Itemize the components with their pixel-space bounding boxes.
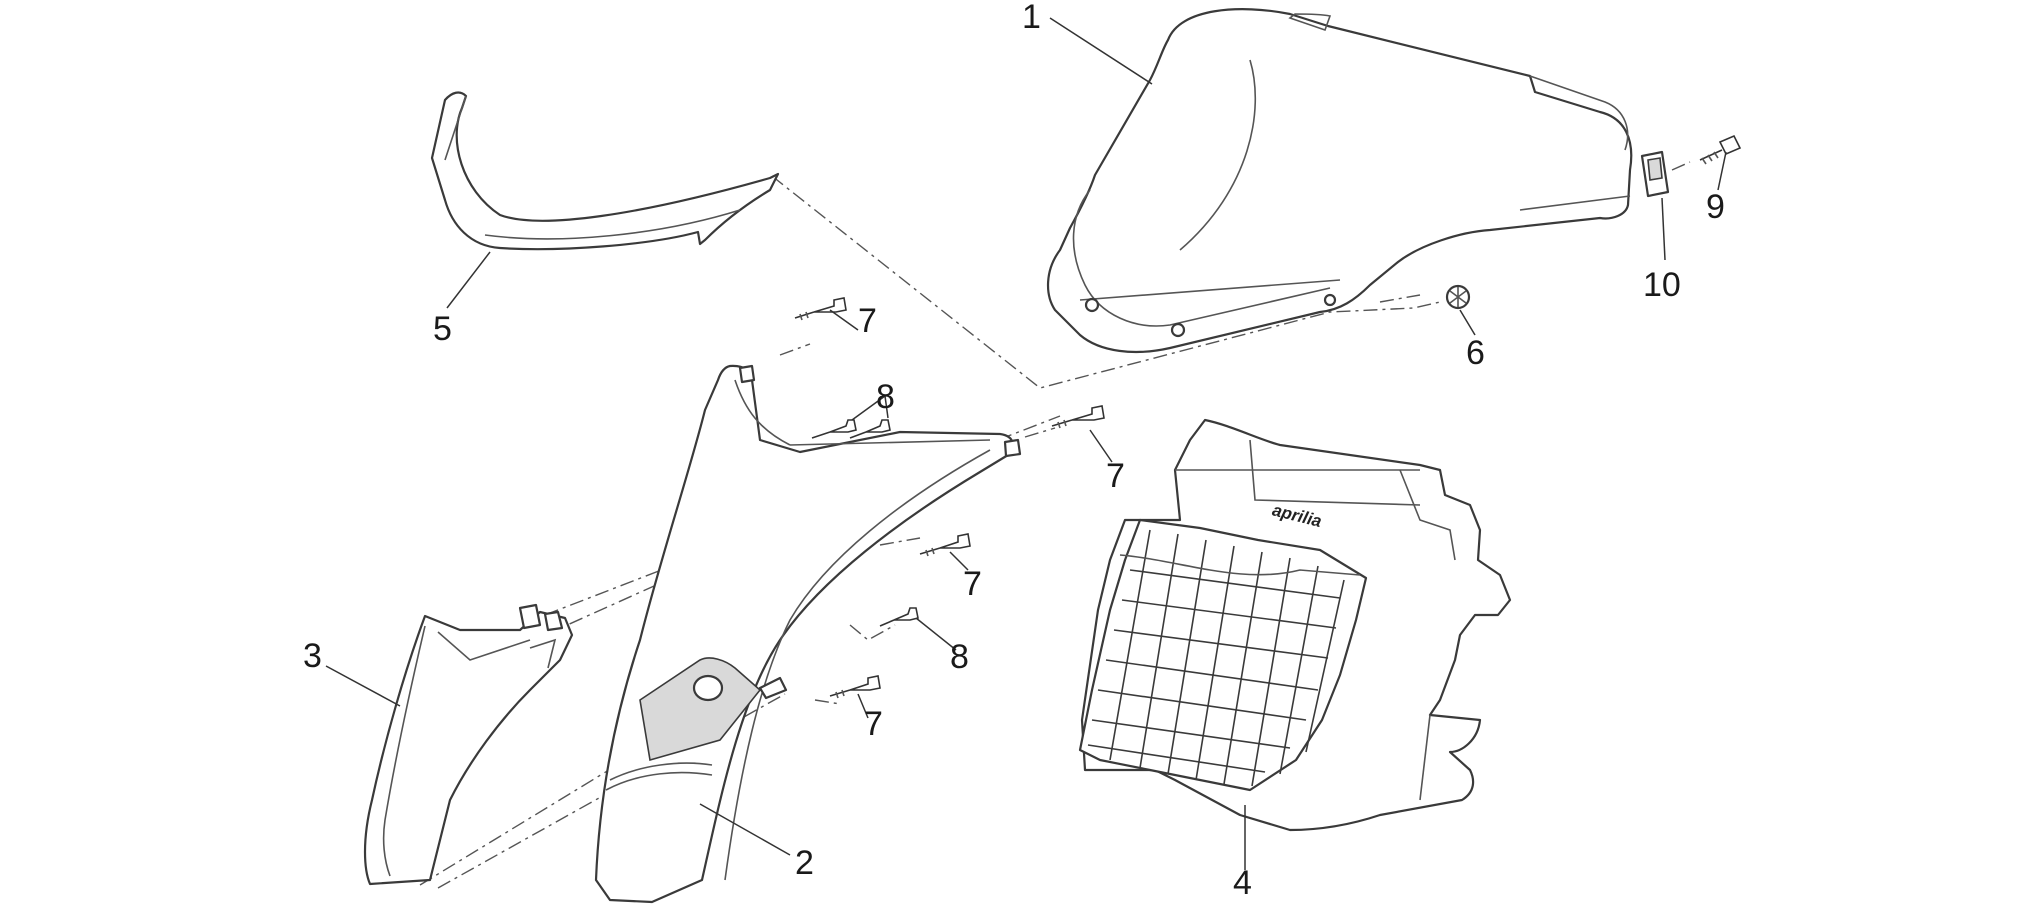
callout-7-low: 7 bbox=[864, 705, 883, 743]
callout-8-lower: 8 bbox=[950, 638, 969, 676]
part-upper-trim bbox=[430, 91, 780, 251]
callout-7-top: 7 bbox=[858, 302, 877, 340]
callout-7-right: 7 bbox=[1106, 457, 1125, 495]
screw-7-mid bbox=[919, 533, 971, 557]
screw-9 bbox=[1699, 134, 1742, 165]
leader-lines bbox=[325, 17, 1727, 870]
part-windshield-cover bbox=[1046, 8, 1633, 354]
callout-8-upper: 8 bbox=[876, 378, 895, 416]
part-front-shield bbox=[594, 364, 1022, 904]
screws bbox=[794, 134, 1742, 699]
callout-3: 3 bbox=[303, 637, 322, 675]
screw-7-low bbox=[829, 675, 881, 699]
screw-7-right bbox=[1051, 405, 1105, 429]
callout-4: 4 bbox=[1233, 864, 1252, 902]
callout-9: 9 bbox=[1706, 188, 1725, 226]
callout-10: 10 bbox=[1643, 266, 1681, 304]
screw-8-upper-a bbox=[811, 419, 857, 439]
screw-8-upper-b bbox=[849, 419, 891, 439]
callout-6: 6 bbox=[1466, 334, 1485, 372]
part-radiator-grille: aprilia bbox=[1078, 418, 1512, 832]
callout-7-mid: 7 bbox=[963, 565, 982, 603]
part-clip-nut bbox=[1640, 150, 1670, 198]
callout-labels: 1 2 3 4 5 6 7 7 7 7 8 8 9 10 bbox=[303, 0, 1725, 902]
callout-2: 2 bbox=[795, 844, 814, 882]
part-grommet bbox=[1445, 284, 1471, 310]
part-lower-cover bbox=[363, 603, 574, 886]
callout-5: 5 bbox=[433, 310, 452, 348]
grille-mesh bbox=[1087, 529, 1345, 787]
callout-1: 1 bbox=[1022, 0, 1041, 36]
screw-7-top bbox=[794, 297, 847, 321]
screw-8-lower bbox=[879, 607, 919, 627]
